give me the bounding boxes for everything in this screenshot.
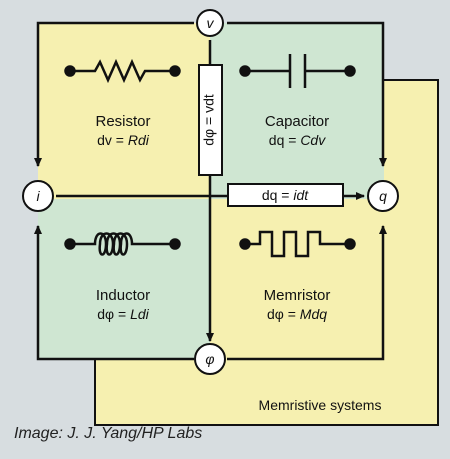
arrow-v-to-q: [227, 21, 387, 167]
resistor-equation: dv = Rdi: [97, 132, 150, 148]
node-phi-label: φ: [205, 351, 214, 367]
horizontal-link-box: [227, 183, 344, 207]
memristor-equation: dφ = Mdq: [267, 306, 327, 322]
vertical-link-box: [198, 64, 223, 176]
node-q: [367, 180, 399, 212]
node-v-label: v: [207, 15, 215, 31]
image-credit-caption: Image: J. J. Yang/HP Labs: [14, 425, 203, 442]
capacitor-label: Capacitor: [265, 113, 329, 130]
vertical-link-label: dφ = vdt: [201, 94, 217, 146]
node-v: [196, 9, 224, 37]
node-i-label: i: [36, 188, 40, 204]
inductor-cell: [38, 199, 210, 359]
inductor-equation: dφ = Ldi: [97, 306, 149, 322]
memristor-cell: [210, 199, 384, 359]
inductor-label: Inductor: [96, 287, 150, 304]
arrow-phi-to-i: [34, 225, 194, 361]
arrow-phi-to-q: [227, 225, 387, 361]
horizontal-link-label: dq = idt: [262, 187, 309, 203]
memristive-systems-label: Memristive systems: [259, 397, 382, 413]
resistor-cell: [38, 23, 210, 199]
memristor-label: Memristor: [264, 287, 331, 304]
resistor-label: Resistor: [95, 113, 150, 130]
arrow-v-to-i: [34, 21, 194, 167]
memristor-icon: [239, 230, 356, 258]
capacitor-icon: [239, 54, 356, 88]
resistor-icon: [64, 58, 181, 84]
node-phi: [194, 343, 226, 375]
capacitor-equation: dq = Cdv: [269, 132, 326, 148]
node-q-label: q: [379, 188, 387, 204]
node-i: [22, 180, 54, 212]
inductor-icon: [64, 232, 181, 256]
capacitor-cell: [210, 23, 384, 199]
